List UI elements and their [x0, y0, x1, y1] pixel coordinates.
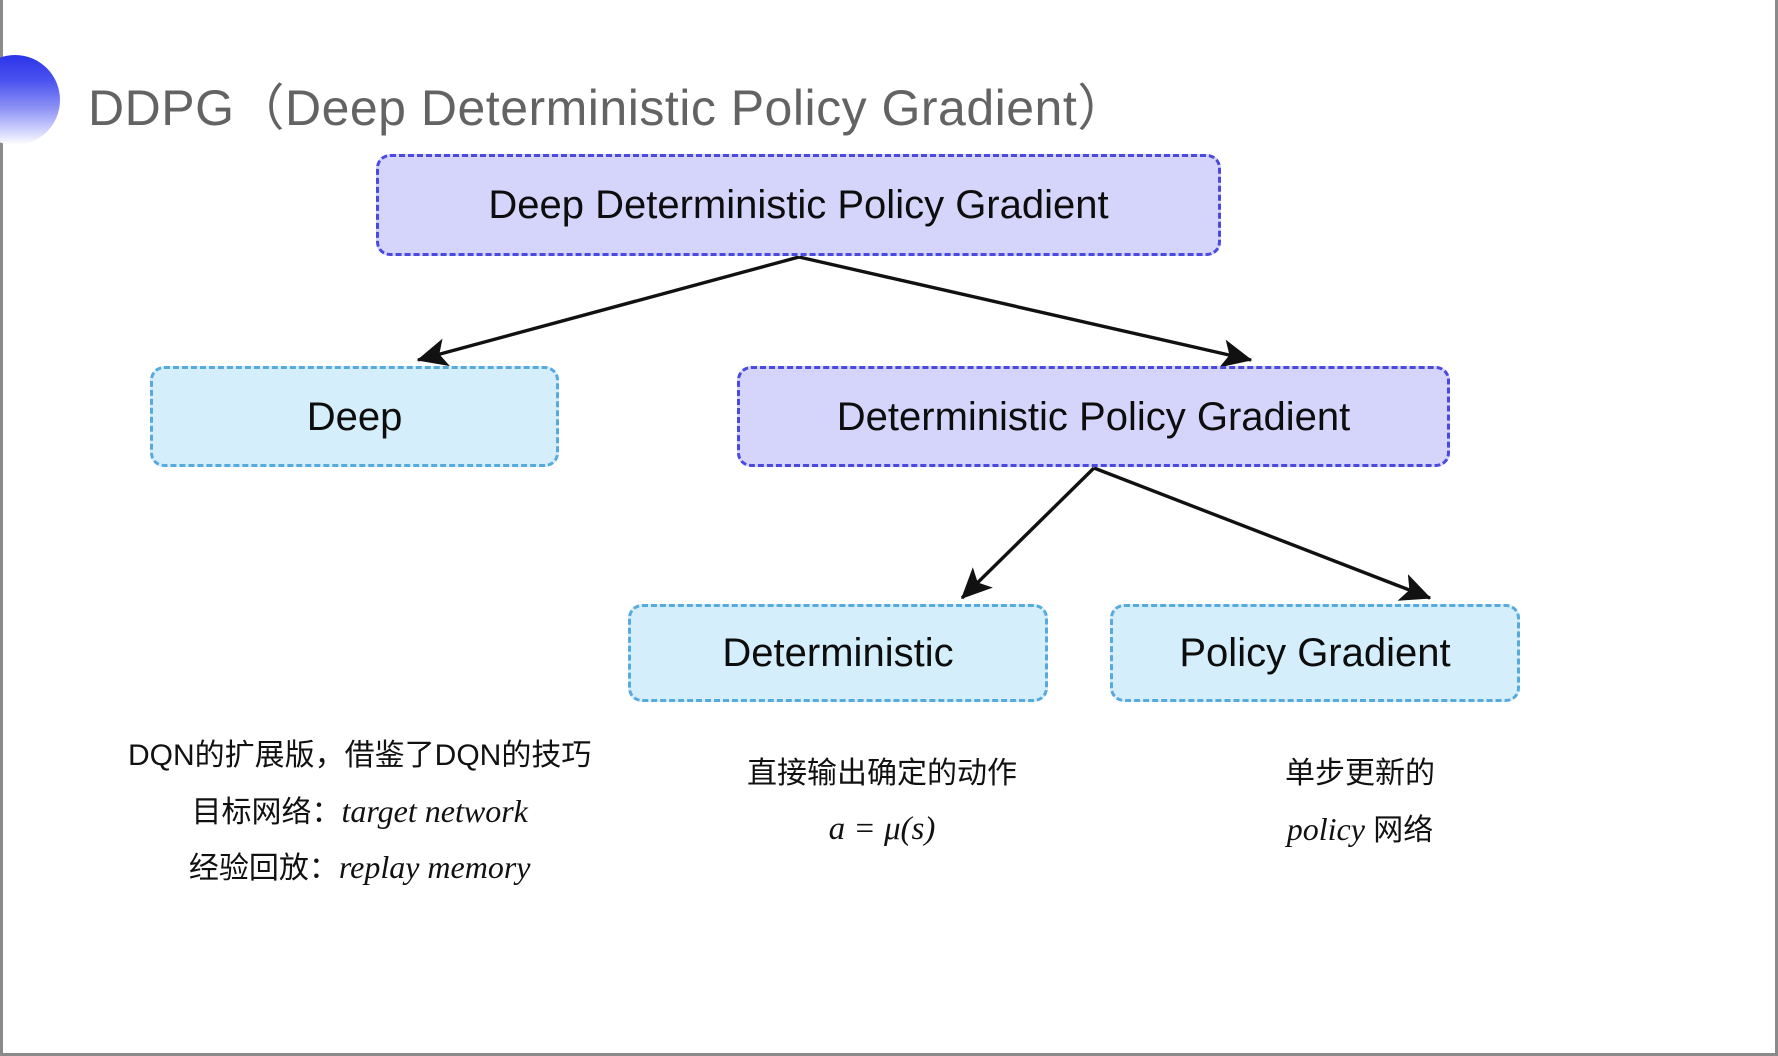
caption-term: replay memory — [338, 849, 531, 885]
caption-term: target network — [341, 792, 528, 829]
node-label: Deterministic — [722, 631, 954, 675]
caption-line: 单步更新的 — [1285, 757, 1435, 790]
caption-line: 经验回放：replay memory — [128, 839, 591, 896]
node-deterministic[interactable]: Deterministic — [628, 604, 1048, 702]
caption-suffix: 网络 — [1364, 813, 1434, 847]
caption-line: 直接输出确定的动作 — [747, 757, 1017, 790]
caption-deterministic: 直接输出确定的动作 a = μ(s) — [742, 748, 1022, 858]
caption-formula: a = μ(s) — [828, 810, 936, 847]
edge-root-to-deep — [416, 255, 800, 367]
node-deep-deterministic-policy-gradient[interactable]: Deep Deterministic Policy Gradient — [376, 154, 1221, 256]
edge-root-to-dpg — [798, 255, 1253, 368]
caption-line: policy 网络 — [1240, 801, 1480, 858]
node-deterministic-policy-gradient[interactable]: Deterministic Policy Gradient — [737, 366, 1450, 467]
node-label: Policy Gradient — [1179, 631, 1451, 675]
node-deep[interactable]: Deep — [150, 366, 559, 467]
node-label: Deep — [306, 394, 403, 439]
edge-dpg-to-deterministic — [960, 466, 1096, 600]
caption-term: policy — [1286, 810, 1365, 847]
caption-label: 目标网络： — [191, 795, 342, 829]
caption-policy-gradient: 单步更新的 policy 网络 — [1240, 748, 1480, 857]
node-label: Deep Deterministic Policy Gradient — [488, 183, 1109, 227]
caption-line: DQN的扩展版，借鉴了DQN的技巧 — [128, 739, 592, 772]
caption-label: 经验回放： — [188, 852, 339, 885]
node-label: Deterministic Policy Gradient — [836, 394, 1351, 439]
node-policy-gradient[interactable]: Policy Gradient — [1110, 604, 1520, 702]
page-title: DDPG（Deep Deterministic Policy Gradient） — [88, 80, 1128, 136]
caption-deep: DQN的扩展版，借鉴了DQN的技巧 目标网络：target network 经验… — [128, 730, 591, 896]
caption-line: 目标网络：target network — [128, 783, 591, 840]
edge-dpg-to-policy-gradient — [1093, 466, 1432, 601]
half-circle-gradient-icon — [0, 55, 60, 145]
